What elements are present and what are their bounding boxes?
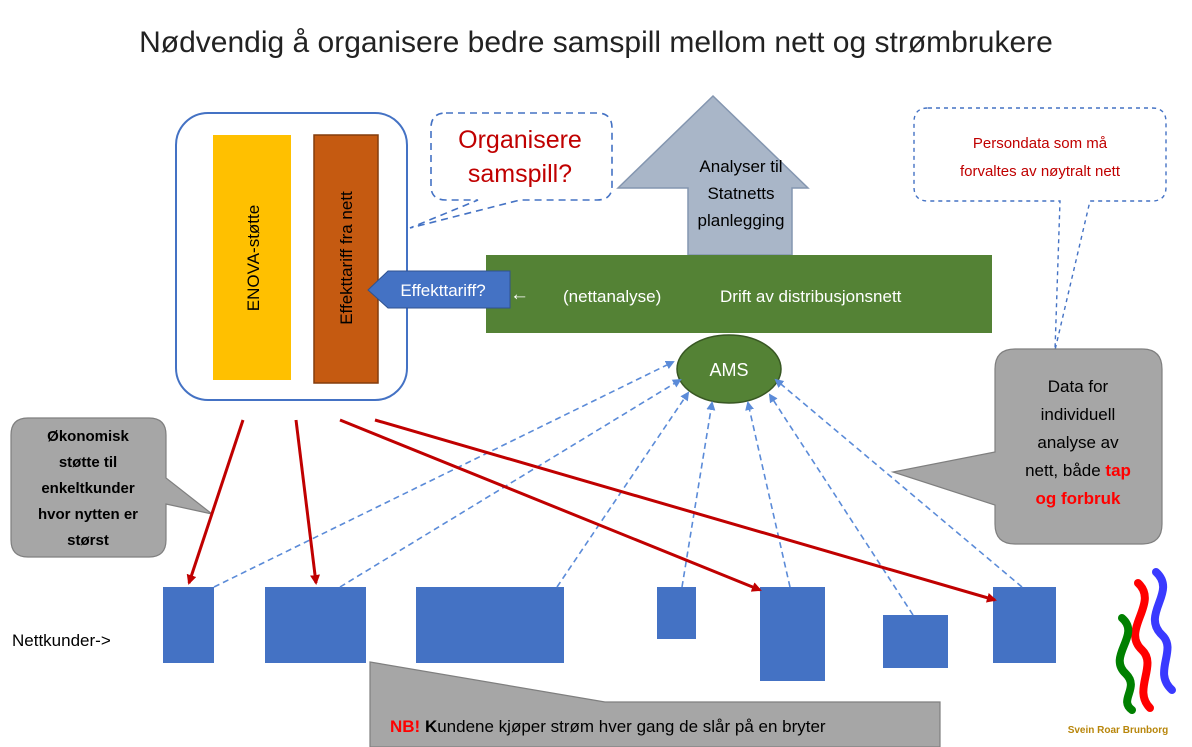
enova-label: ENOVA-støtte [244, 205, 263, 311]
nettkunder-label: Nettkunder-> [12, 631, 111, 650]
customer-box-3 [416, 587, 564, 663]
statnett-line-1: Analyser til [699, 157, 782, 176]
customer-box-6 [883, 615, 948, 668]
customer-box-4 [657, 587, 696, 639]
statnett-line-3: planlegging [698, 211, 785, 230]
okonomisk-line-3: enkeltkunder [41, 480, 135, 497]
data-callout-line-3: analyse av [1037, 433, 1119, 452]
customer-box-1 [163, 587, 214, 663]
effekttariff-label: Effekttariff fra nett [337, 191, 356, 325]
effekttariff-question: Effekttariff? [400, 281, 485, 300]
signature-logo [1115, 568, 1176, 714]
nb-text: NB! Kundene kjøper strøm hver gang de sl… [390, 717, 826, 736]
customer-box-5 [760, 587, 825, 681]
persondata-line-2: forvaltes av nøytralt nett [960, 163, 1121, 180]
persondata-line-1: Persondata som må [973, 135, 1108, 152]
statnett-line-2: Statnetts [707, 184, 774, 203]
ams-node [676, 334, 782, 404]
okonomisk-line-4: hvor nytten er [38, 506, 138, 523]
customer-box-7 [993, 587, 1056, 663]
okonomisk-line-1: Økonomisk [47, 428, 129, 445]
nb-label: NB! [390, 717, 420, 736]
nettanalyse-label: (nettanalyse) [563, 287, 661, 306]
support-arrows [186, 418, 997, 603]
data-callout-line-5: og forbruk [1036, 489, 1122, 508]
customer-box-2 [265, 587, 366, 663]
data-callout-line-4-prefix: nett, både [1025, 461, 1105, 480]
ams-label: AMS [709, 360, 748, 380]
data-callout-line-4: nett, både tap [1025, 461, 1131, 480]
data-callout-line-2: individuell [1041, 405, 1116, 424]
data-flow-arrows [213, 361, 1023, 616]
nb-bold-k: K [420, 717, 438, 736]
organisere-callout [409, 112, 613, 229]
data-callout [890, 348, 1163, 545]
effekttariff-arrow [367, 270, 511, 309]
nb-callout [369, 661, 941, 747]
enova-bar [213, 135, 291, 380]
persondata-callout [913, 107, 1167, 351]
organisere-line-2: samspill? [468, 160, 572, 188]
organisere-line-1: Organisere [458, 126, 582, 154]
okonomisk-line-5: størst [67, 532, 109, 549]
drift-bar [486, 255, 992, 333]
drift-label: Drift av distribusjonsnett [720, 287, 902, 306]
statnett-arrow [616, 94, 810, 256]
data-callout-tap: tap [1105, 461, 1131, 480]
data-callout-line-1: Data for [1048, 377, 1109, 396]
okonomisk-callout [10, 417, 213, 558]
effekttariff-bar [313, 134, 379, 384]
page-title: Nødvendig å organisere bedre samspill me… [139, 26, 1053, 59]
nb-rest: undene kjøper strøm hver gang de slår på… [437, 717, 826, 736]
signature-text: Svein Roar Brunborg [1068, 725, 1169, 736]
okonomisk-line-2: støtte til [59, 454, 117, 471]
drift-arrow: ← [510, 284, 529, 305]
